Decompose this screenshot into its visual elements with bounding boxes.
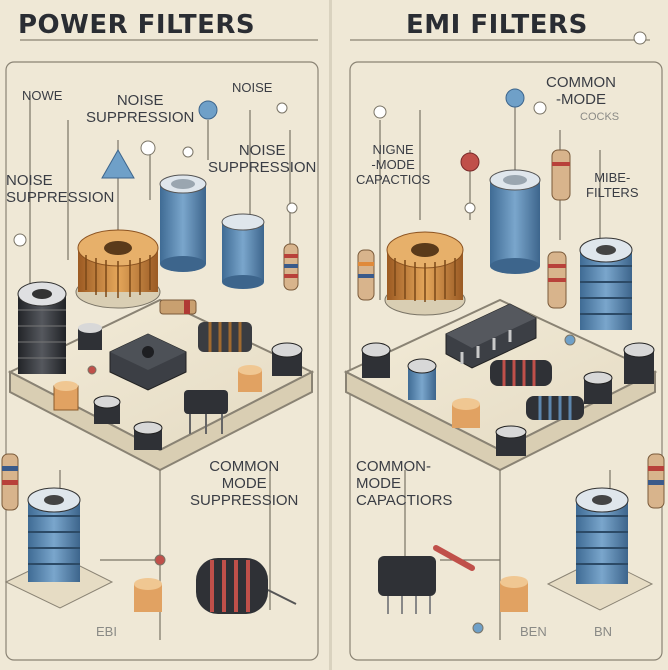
cap-bottom-left <box>134 578 162 612</box>
capacitor-left-small <box>221 213 265 289</box>
small-caps-right <box>361 342 655 456</box>
inductor-bottom-left <box>196 558 297 614</box>
ferrite-choke-left <box>17 281 67 374</box>
small-markers <box>13 31 647 634</box>
resistor-left-edge <box>1 453 19 511</box>
triangle-marker-left <box>101 148 135 179</box>
label-cocks: COCKS <box>580 111 620 123</box>
coil-bottom-right <box>546 487 654 611</box>
label-ben: BEN <box>520 624 547 639</box>
cap-bottom-right <box>500 576 528 612</box>
label-noise-suppression-right: NOISE SUPPRESSION <box>208 142 317 176</box>
left-title: POWER FILTERS <box>18 10 256 40</box>
inductor-mid-right <box>490 360 584 420</box>
transistor-left <box>184 390 228 434</box>
capacitor-right-tall <box>489 169 541 274</box>
frame-lines <box>5 39 663 661</box>
small-caps-left <box>53 323 303 450</box>
ic-chip-right <box>445 303 537 369</box>
coil-right <box>579 237 633 330</box>
label-common-mode-capacitors: COMMON- MODE CAPACTIORS <box>356 458 453 509</box>
choke-bottom-right <box>378 545 475 614</box>
leds-right <box>373 88 525 172</box>
resistors-right <box>357 149 571 309</box>
capacitor-left-tall <box>159 174 207 272</box>
label-noise-suppression-left: NOISE SUPPRESSION <box>6 172 115 206</box>
label-bn: BN <box>594 624 613 639</box>
label-noise: NOISE <box>232 80 273 95</box>
choke-small-left <box>198 322 252 352</box>
ic-square-left <box>109 333 187 391</box>
label-noise-suppression-top: NOISE SUPPRESSION <box>86 92 195 126</box>
toroid-inductor-left <box>75 229 161 309</box>
label-nowe: NOWE <box>22 88 63 103</box>
resistor-left-vertical <box>283 243 299 291</box>
diode-left <box>159 299 197 315</box>
right-title: EMI FILTERS <box>406 10 588 40</box>
coil-bottom-left <box>4 487 114 609</box>
label-nigne-mode-capacitors: NIGNE -MODE CAPACTIOS <box>356 142 431 187</box>
panel-divider <box>329 0 332 670</box>
label-mibe-filters: MIBE- FILTERS <box>586 170 639 200</box>
led-left <box>198 100 218 120</box>
resistor-right-edge <box>647 453 665 509</box>
label-ebi: EBI <box>96 624 117 639</box>
toroid-inductor-right <box>384 231 466 316</box>
label-common-mode-top: COMMON -MODE <box>546 74 616 108</box>
label-common-mode-suppression: COMMON MODE SUPPRESSION <box>190 458 299 509</box>
